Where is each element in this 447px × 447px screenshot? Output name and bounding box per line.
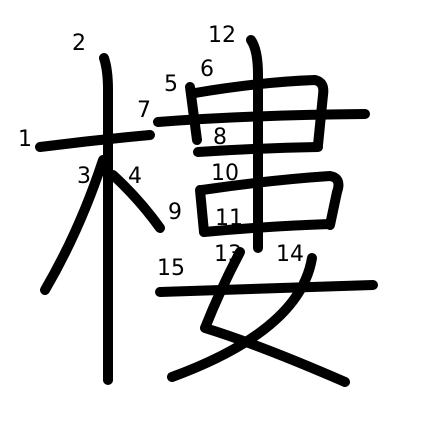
stroke-number-15: 15	[157, 256, 185, 281]
stroke-numbers: 1 2 3 4 5 6 7 8 9 10 11 12 13 14 15	[18, 23, 304, 281]
stroke-number-7: 7	[137, 98, 151, 123]
stroke-number-5: 5	[164, 72, 178, 97]
stroke-number-3: 3	[77, 164, 91, 189]
stroke-number-14: 14	[276, 242, 304, 267]
stroke-2	[99, 53, 113, 385]
stroke-10	[197, 171, 344, 230]
stroke-number-2: 2	[72, 31, 86, 56]
stroke-number-10: 10	[211, 161, 239, 186]
stroke-number-8: 8	[213, 125, 227, 150]
strokes	[35, 35, 378, 387]
stroke-13	[200, 247, 350, 387]
stroke-number-13: 13	[214, 242, 242, 267]
stroke-number-12: 12	[208, 23, 236, 48]
stroke-number-9: 9	[168, 200, 182, 225]
stroke-9	[195, 185, 209, 237]
stroke-6	[190, 75, 329, 150]
stroke-number-6: 6	[200, 57, 214, 82]
stroke-number-4: 4	[128, 164, 142, 189]
stroke-number-1: 1	[18, 127, 32, 152]
stroke-3	[40, 155, 108, 295]
stroke-11	[199, 219, 335, 237]
stroke-1	[35, 130, 155, 152]
stroke-15	[155, 280, 378, 297]
stroke-14	[167, 253, 317, 382]
stroke-number-11: 11	[215, 206, 243, 231]
stroke-4	[108, 170, 165, 233]
stroke-12	[246, 35, 263, 253]
